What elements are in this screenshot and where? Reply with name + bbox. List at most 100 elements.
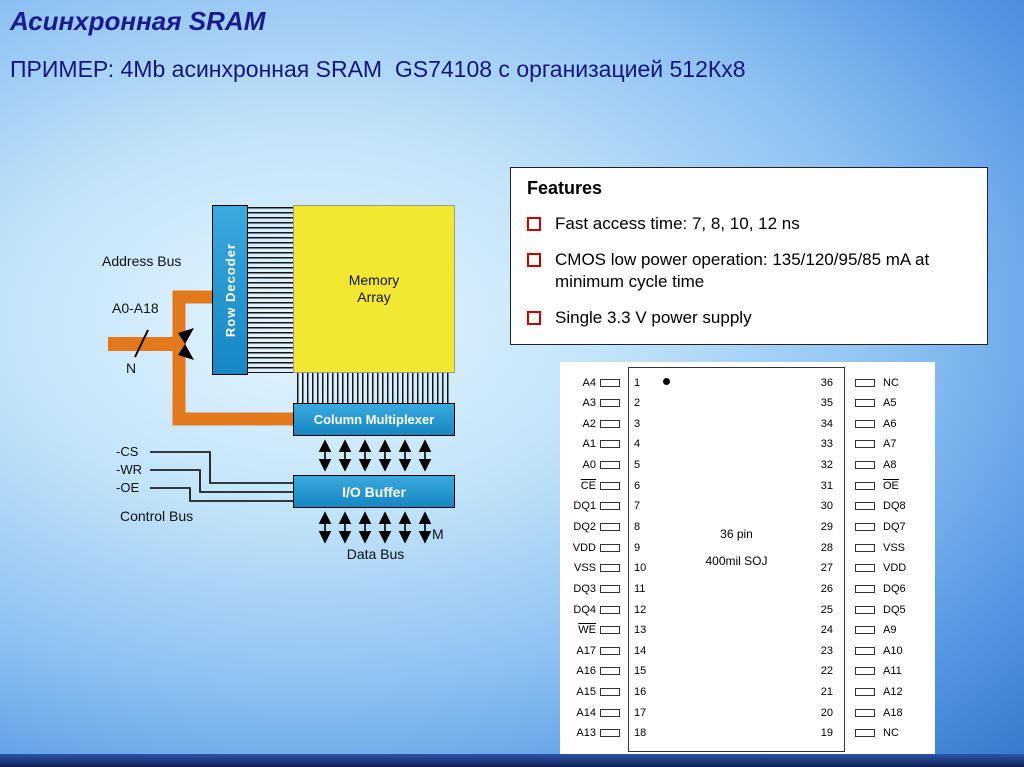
pin-pad-left <box>600 399 620 408</box>
pin-pad-left <box>600 688 620 697</box>
feature-item: Fast access time: 7, 8, 10, 12 ns <box>525 213 973 235</box>
pin-name-left: A16 <box>576 665 596 678</box>
chip-body <box>628 367 845 752</box>
bottom-bar <box>0 754 1024 767</box>
pin-number-right: 31 <box>820 479 833 492</box>
pin-pad-left <box>600 440 620 449</box>
pin-number-left: 15 <box>634 665 647 678</box>
pin-name-right: NC <box>883 727 899 740</box>
bus-arrowhead-up-icon <box>178 328 194 344</box>
pin-number-right: 27 <box>820 562 833 575</box>
pin-name-right: DQ7 <box>883 520 906 533</box>
pin-pad-right <box>855 626 875 635</box>
pin-name-right: DQ8 <box>883 500 906 513</box>
package-type: 400mil SOJ <box>705 554 768 568</box>
feature-text: Single 3.3 V power supply <box>555 308 752 328</box>
pin-name-left: A3 <box>582 397 596 410</box>
pin-number-right: 29 <box>820 520 833 533</box>
pin-pad-right <box>855 522 875 531</box>
pin-name-right: A7 <box>883 438 897 451</box>
cs-line <box>150 451 293 484</box>
bitline-hatch <box>297 373 451 403</box>
pin-name-left: DQ3 <box>573 582 596 595</box>
memory-array-label: Memory Array <box>348 271 400 306</box>
pin-name-left: A0 <box>582 459 596 472</box>
pin-name-right: A11 <box>883 665 902 678</box>
pin-number-right: 28 <box>820 541 833 554</box>
pin-pad-left <box>600 461 620 470</box>
pin-number-left: 2 <box>634 397 641 410</box>
pin-name-left: A2 <box>582 417 596 430</box>
pin-number-left: 1 <box>634 376 641 389</box>
pin-number-left: 7 <box>634 500 641 513</box>
feature-text: Fast access time: 7, 8, 10, 12 ns <box>555 214 800 233</box>
pin-row: A16 15 22 A11 <box>560 665 935 678</box>
pin-number-left: 11 <box>634 582 646 595</box>
wr-label: -WR <box>116 462 142 477</box>
pin-pad-left <box>600 584 620 593</box>
feature-item: CMOS low power operation: 135/120/95/85 … <box>525 249 973 293</box>
pin-pad-right <box>855 502 875 511</box>
pin-number-right: 24 <box>820 624 833 637</box>
pin-name-left: VSS <box>573 562 596 575</box>
pin-number-right: 22 <box>820 665 833 678</box>
pin-pad-right <box>855 646 875 655</box>
iobuffer-databus-arrows <box>318 511 432 544</box>
pin-number-left: 3 <box>634 417 641 430</box>
pin-number-right: 20 <box>820 706 833 719</box>
address-range-label: A0-A18 <box>112 300 159 316</box>
pin-name-right: DQ5 <box>883 603 906 616</box>
pin-row: DQ1 7 30 DQ8 <box>560 500 935 513</box>
pin-pad-right <box>855 481 875 490</box>
pin-name-left: DQ1 <box>573 500 596 513</box>
pin-pad-left <box>600 626 620 635</box>
pin-name-left: WE <box>578 624 596 637</box>
pin-name-left: A4 <box>582 376 596 389</box>
pin-pad-right <box>855 399 875 408</box>
pin-name-left: CE <box>580 479 596 492</box>
pin-name-right: A12 <box>883 686 903 699</box>
pin-number-left: 17 <box>634 706 647 719</box>
memory-array-block: Memory Array <box>293 205 455 373</box>
pin-number-left: 5 <box>634 459 641 472</box>
bus-width-m-label: M <box>432 526 444 542</box>
io-buffer-label: I/O Buffer <box>342 483 406 500</box>
pin-pad-left <box>600 543 620 552</box>
pin-number-left: 9 <box>634 541 641 554</box>
pin-pad-right <box>855 378 875 387</box>
package-label: 36 pin 400mil SOJ <box>628 527 845 568</box>
oe-line <box>150 487 293 502</box>
bus-arrowhead-down-icon <box>178 344 194 360</box>
pin-number-right: 34 <box>820 417 833 430</box>
pin-number-right: 35 <box>820 397 833 410</box>
control-bus-label: Control Bus <box>120 508 194 524</box>
pin-pad-left <box>600 564 620 573</box>
bullet-square-icon <box>527 253 541 268</box>
pin-number-right: 25 <box>820 603 833 616</box>
pin-number-right: 30 <box>820 500 833 513</box>
io-buffer-block: I/O Buffer <box>293 475 455 508</box>
pin-pad-left <box>600 708 620 717</box>
pin-pad-left <box>600 667 620 676</box>
pin-pad-left <box>600 502 620 511</box>
wordline-hatch <box>248 207 293 373</box>
pin-number-right: 19 <box>820 727 833 740</box>
pin-name-right: NC <box>883 376 899 389</box>
pin-name-right: VSS <box>883 541 906 554</box>
pin-name-left: DQ2 <box>573 520 596 533</box>
pin-name-left: A15 <box>576 686 596 699</box>
row-decoder-label: Row Decoder <box>222 242 238 338</box>
pin-number-right: 23 <box>820 644 833 657</box>
